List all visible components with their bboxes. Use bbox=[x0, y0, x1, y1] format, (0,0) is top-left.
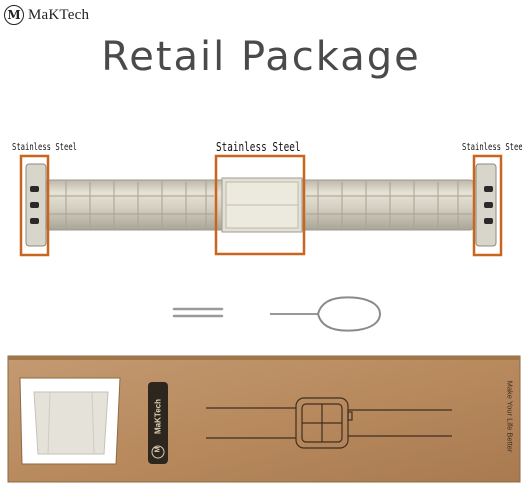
highlight-box-right bbox=[472, 154, 503, 257]
logo-text: MaKTech bbox=[28, 6, 90, 23]
highlight-box-left bbox=[19, 154, 50, 257]
label-clasp: Stainless Steel bbox=[216, 140, 301, 154]
box-badge-letter: M bbox=[154, 446, 162, 453]
spring-bar-pins-icon bbox=[172, 307, 224, 318]
box-side-text: Make Your Life Better bbox=[505, 380, 515, 453]
watch-outline-icon bbox=[206, 397, 452, 449]
brand-logo: M MaKTech bbox=[4, 4, 89, 26]
pin-tool-icon bbox=[270, 296, 382, 332]
box-badge-brand: MaKTech bbox=[153, 399, 163, 434]
label-right-adapter: Stainless Steel bbox=[462, 142, 522, 153]
retail-box bbox=[7, 355, 521, 483]
watch-band bbox=[25, 163, 497, 247]
label-left-adapter: Stainless Steel bbox=[12, 142, 78, 153]
highlight-box-center bbox=[214, 154, 306, 256]
logo-circle-icon: M bbox=[4, 5, 24, 25]
page-title: Retail Package bbox=[101, 34, 421, 80]
